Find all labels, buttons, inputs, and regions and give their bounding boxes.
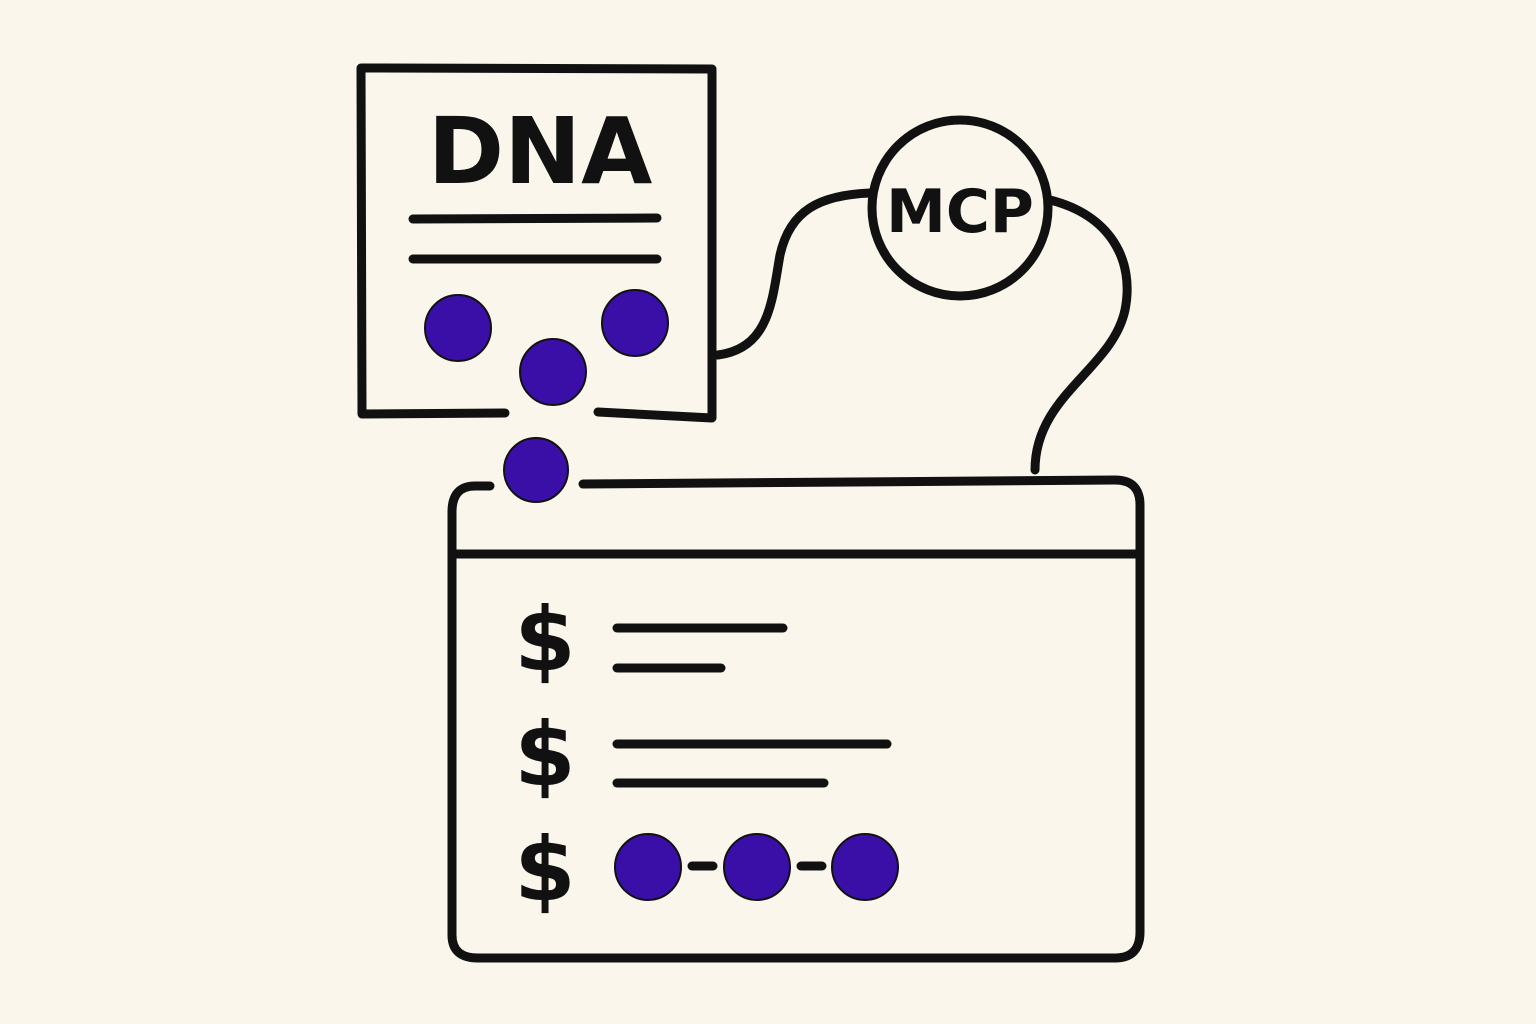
data-dot: [601, 289, 669, 357]
data-dot: [614, 833, 682, 901]
window-frame: [447, 475, 1145, 963]
mcp-circle: [867, 115, 1053, 301]
data-dot: [424, 294, 492, 362]
mcp-label: MCP: [886, 177, 1034, 247]
document-text-line: [408, 213, 662, 224]
falling-data-dot: [503, 437, 569, 503]
mcp-connector: MCP: [713, 115, 1132, 475]
app-window: $ $ $: [447, 475, 1145, 963]
dollar-icon: $: [514, 588, 575, 691]
data-dot: [519, 338, 587, 406]
dna-chain: [614, 833, 899, 901]
cable-left: [713, 188, 875, 360]
dna-document: DNA: [356, 63, 717, 423]
dollar-icon: $: [514, 703, 575, 806]
data-dot: [723, 833, 791, 901]
data-dot: [831, 833, 899, 901]
cable-right: [1030, 195, 1132, 475]
document-title: DNA: [428, 98, 653, 205]
dollar-icon: $: [514, 818, 575, 921]
document-frame: [356, 63, 717, 423]
